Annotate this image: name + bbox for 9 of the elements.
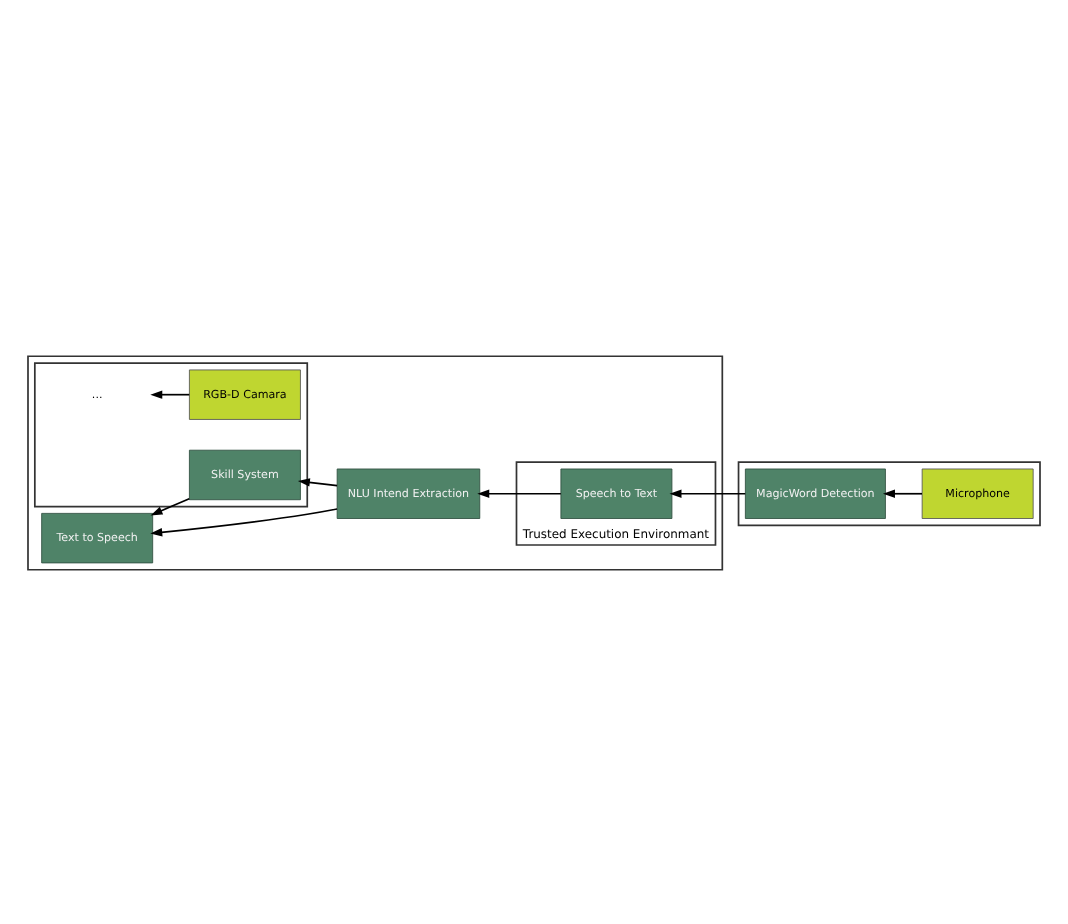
arrow bbox=[297, 477, 338, 486]
cluster bbox=[737, 460, 1041, 526]
arrow bbox=[669, 488, 747, 497]
arrow bbox=[150, 496, 191, 515]
cluster bbox=[27, 354, 724, 570]
arrow bbox=[477, 488, 562, 497]
arrow bbox=[150, 507, 338, 536]
arrow bbox=[882, 488, 923, 497]
arrow bbox=[150, 389, 191, 398]
